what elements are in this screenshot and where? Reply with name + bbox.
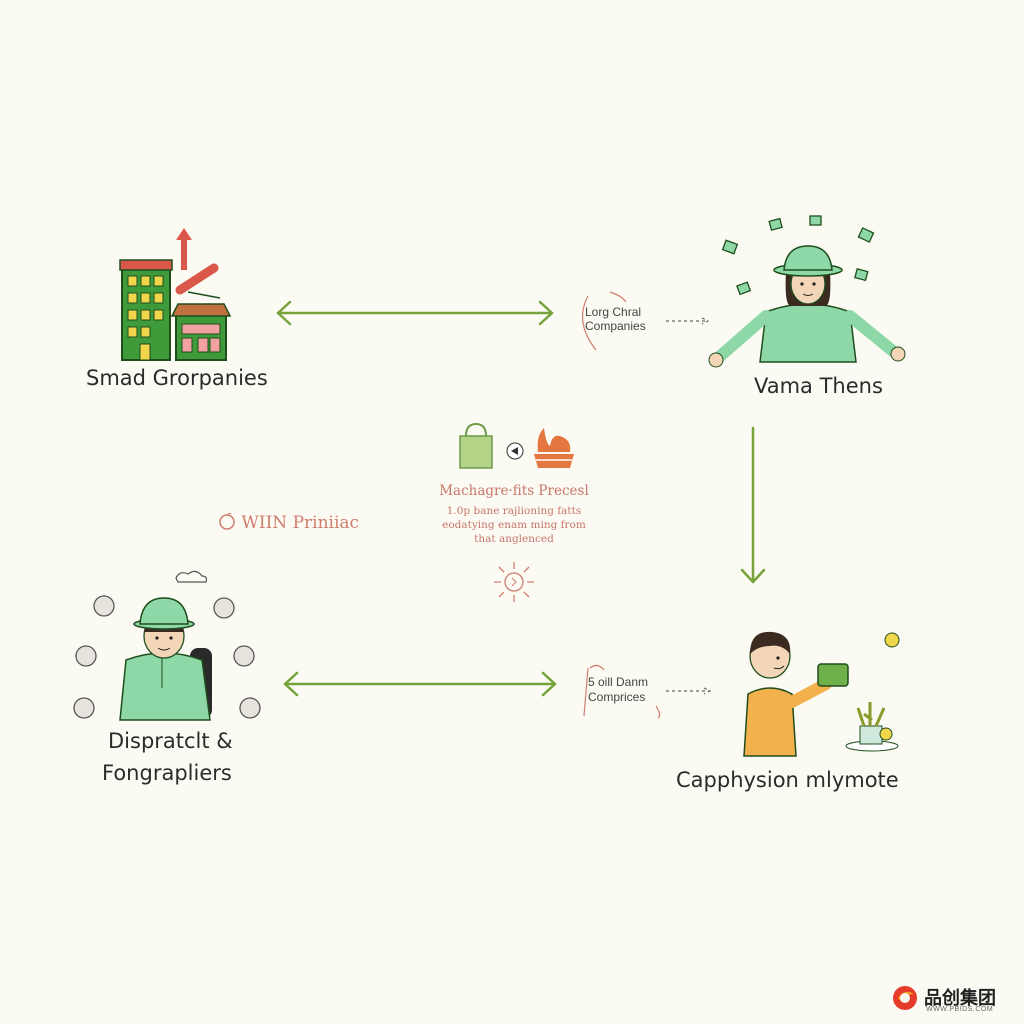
center-icons (456, 420, 586, 472)
arrow-right-vertical (740, 426, 766, 584)
connector-note-top: Lorg Chral Companies (585, 305, 646, 333)
side-label-text: WIIN Priniiac (241, 513, 360, 533)
person-coins-icon (73, 570, 261, 721)
center-title: Machagre·fits Precesl (439, 483, 589, 499)
node-small-companies: Smad Grorpanies (86, 220, 270, 400)
node-label: Smad Grorpanies (86, 366, 268, 390)
node-label: Capphysion mlymote (676, 768, 899, 792)
exchange-icon (506, 442, 524, 460)
side-label: WIIN Priniiac (218, 512, 359, 533)
note-line2: Comprices (588, 690, 646, 704)
apple-icon (219, 512, 235, 530)
sun-icon (494, 562, 534, 602)
buildings-icon (119, 228, 232, 361)
center-description: 1.0p bane rajlioning fatts eodatying ena… (396, 504, 632, 546)
connector-note-bottom: 5 oill Danm Comprices (588, 675, 648, 705)
node-capphysion-mlymote: Capphysion mlymote (676, 624, 936, 804)
brand-logo-icon (893, 986, 917, 1010)
watermark: 品创集团 WWW.PBIDS.COM (890, 984, 1016, 1014)
note-line1: 5 oill Danm (588, 675, 649, 689)
brand-url: WWW.PBIDS.COM (926, 1006, 994, 1013)
brand-name: 品创集团 (924, 988, 996, 1009)
node-dispatch-fongrapliers: Dispratclt & Fongrapliers (70, 568, 270, 788)
node-label-line1: Dispratclt & (108, 729, 233, 753)
person-hat-icon (708, 215, 906, 368)
node-vama-thens: Vama Thens (708, 212, 918, 402)
node-label: Vama Thens (754, 374, 883, 398)
note-line1: Lorg Chral (585, 305, 642, 319)
person-money-plant-icon (743, 631, 900, 757)
arrow-bottom-horizontal (283, 671, 557, 697)
dashed-arrow-top (666, 317, 710, 325)
center-line3: that anglenced (474, 533, 554, 545)
center-line1: 1.0p bane rajlioning fatts (446, 505, 582, 517)
shopping-bag-icon (459, 422, 493, 469)
note-line2: Companies (585, 319, 646, 333)
center-line2: eodatying enam ming from (442, 519, 586, 531)
node-label-line2: Fongrapliers (102, 761, 232, 785)
rising-hand-icon (534, 428, 574, 468)
arrow-top-horizontal (276, 300, 554, 326)
